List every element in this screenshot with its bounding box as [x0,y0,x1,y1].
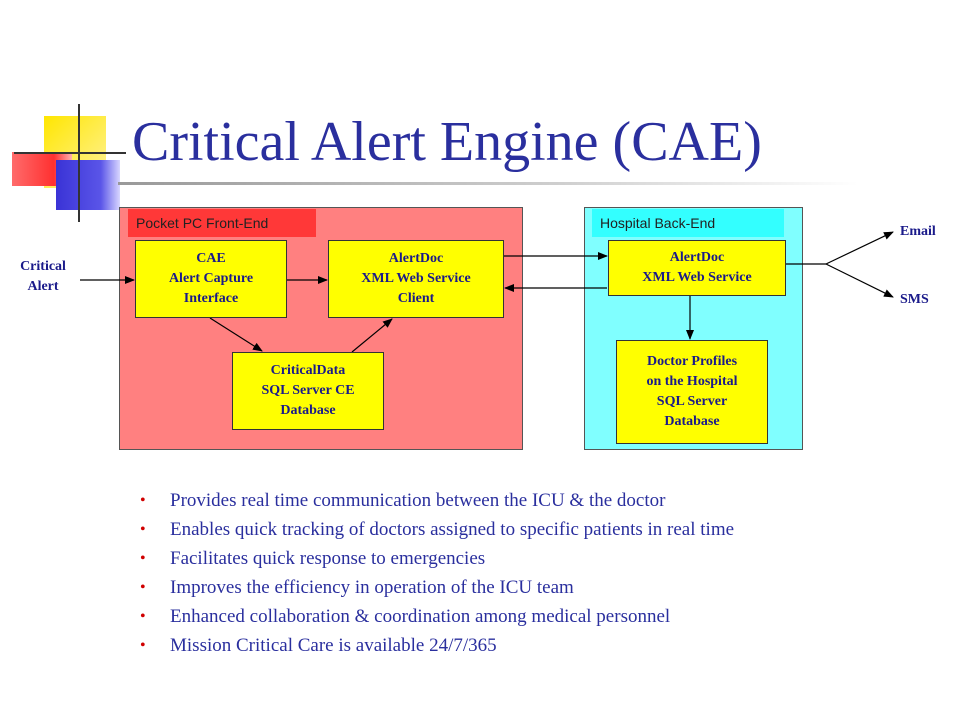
bullet-text: Enhanced collaboration & coordination am… [170,606,671,627]
arrow-fork-to-sms [825,263,894,298]
cae-alert-capture-node: CAE Alert Capture Interface [135,240,287,318]
email-output: Email [900,224,936,239]
node-line: XML Web Service [361,271,471,286]
input-line: Critical [20,259,66,274]
logo-vertical-line [78,104,80,222]
node-line: CAE [196,251,226,266]
bullet-text: Enables quick tracking of doctors assign… [170,519,735,540]
bullet-marker: • [140,492,146,509]
slide-title: Critical Alert Engine (CAE) [132,111,762,173]
input-line: Alert [27,279,59,294]
alertdoc-web-service-node: AlertDoc XML Web Service [608,240,786,296]
node-line: Database [664,414,720,429]
node-line: Doctor Profiles [646,354,738,369]
bullet-item: • Enables quick tracking of doctors assig… [140,515,734,544]
node-line: on the Hospital [646,374,738,389]
node-line: Database [280,403,336,418]
node-line: Client [397,291,435,306]
bullet-marker: • [140,637,146,654]
bullet-item: • Mission Critical Care is available 24/7… [140,631,734,660]
bullet-item: • Enhanced collaboration & coordination a… [140,602,734,631]
pocket-pc-label: Pocket PC Front-End [128,209,316,237]
alertdoc-client-node: AlertDoc XML Web Service Client [328,240,504,318]
bullet-item: • Facilitates quick response to emergenci… [140,544,734,573]
critical-alert-input: Critical Alert [8,257,78,297]
node-line: SQL Server CE [261,383,355,398]
node-line: SQL Server [656,394,728,409]
node-line: CriticalData [270,363,346,378]
title-underline [118,182,858,185]
logo-horizontal-line [14,152,126,154]
bullet-text: Provides real time communication between… [170,490,666,511]
node-line: AlertDoc [388,251,444,266]
logo-blue-square [56,160,120,210]
feature-bullet-list: • Provides real time communication betwee… [140,486,734,660]
hospital-label: Hospital Back-End [592,209,784,237]
arrow-sqlce-to-client [351,318,393,353]
node-line: Alert Capture [168,271,254,286]
bullet-text: Improves the efficiency in operation of … [170,577,574,598]
arrow-cae-to-sqlce [209,317,263,352]
bullet-text: Mission Critical Care is available 24/7/… [170,635,497,656]
bullet-marker: • [140,550,146,567]
arrow-fork-to-email [825,231,894,265]
criticaldata-db-node: CriticalData SQL Server CE Database [232,352,384,430]
bullet-marker: • [140,521,146,538]
node-line: AlertDoc [669,250,725,265]
sms-output: SMS [900,292,929,307]
bullet-marker: • [140,579,146,596]
bullet-item: • Provides real time communication betwee… [140,486,734,515]
bullet-marker: • [140,608,146,625]
doctor-profiles-db-node: Doctor Profiles on the Hospital SQL Serv… [616,340,768,444]
node-line: Interface [183,291,239,306]
bullet-text: Facilitates quick response to emergencie… [170,548,486,569]
node-line: XML Web Service [642,270,752,285]
bullet-item: • Improves the efficiency in operation of… [140,573,734,602]
